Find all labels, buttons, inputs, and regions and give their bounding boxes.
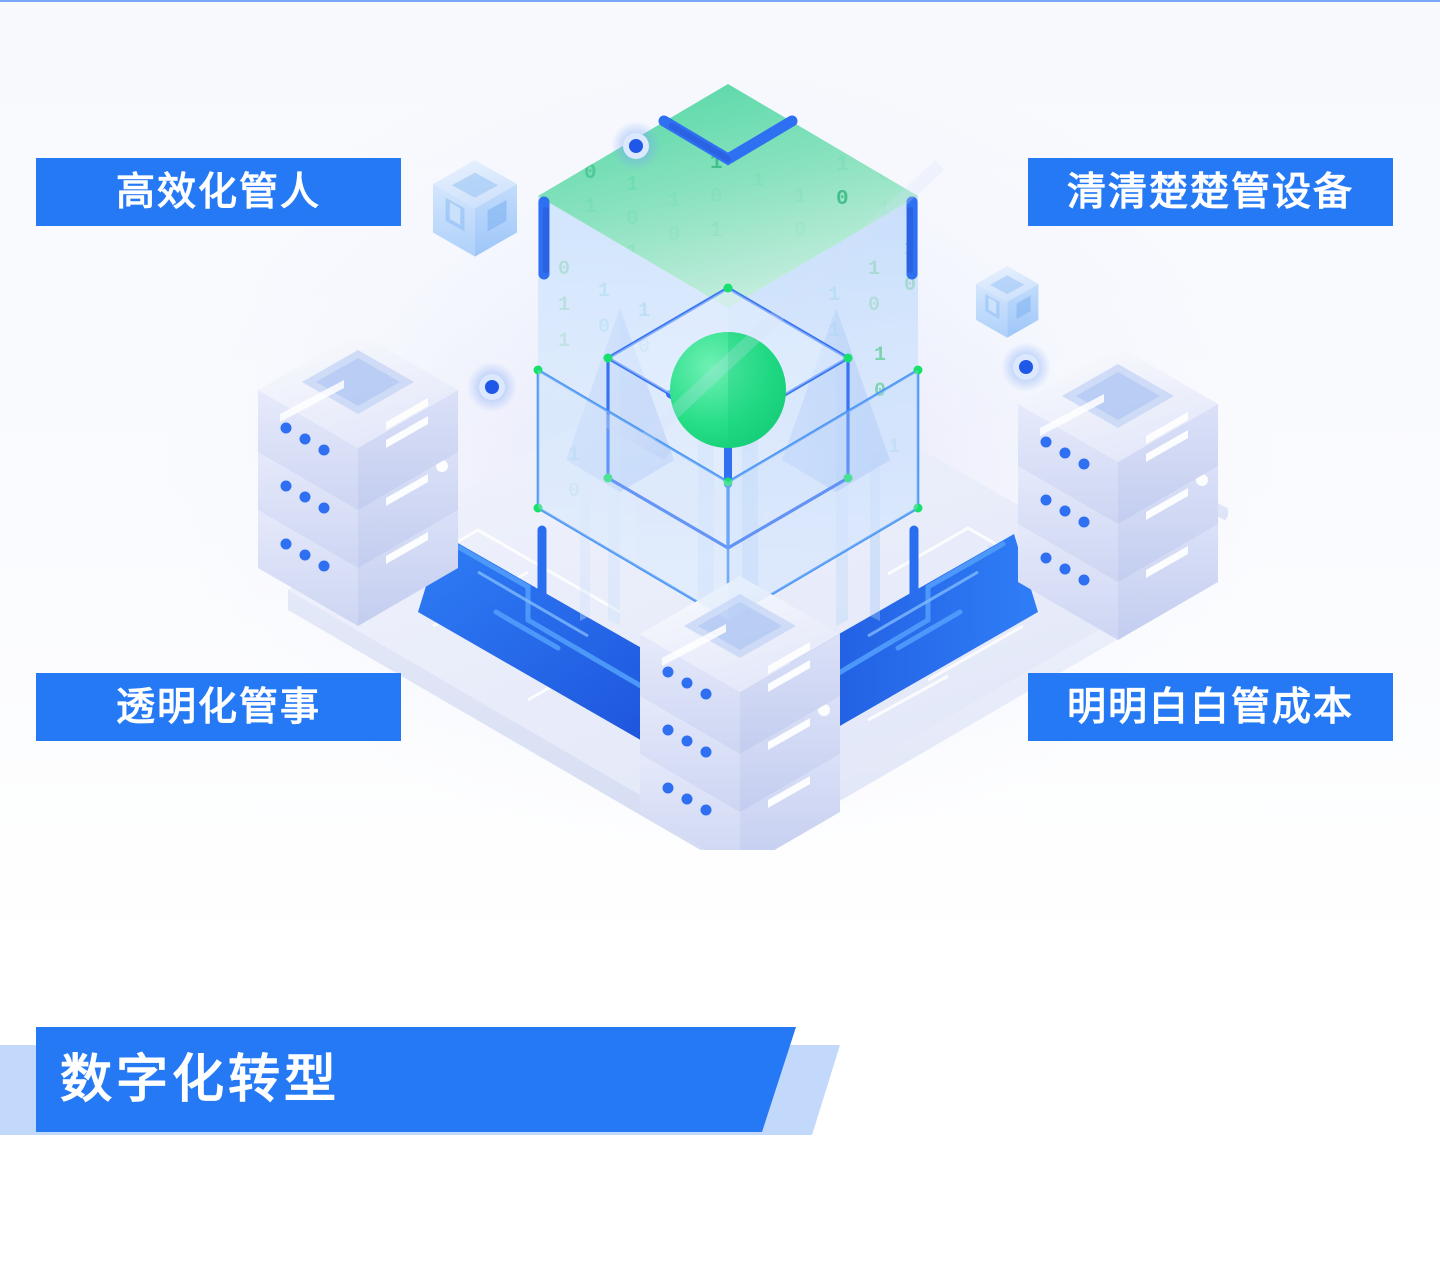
section-banner-main: 数字化转型 <box>36 1027 796 1132</box>
svg-text:1: 1 <box>868 258 880 281</box>
svg-text:1: 1 <box>874 344 886 367</box>
svg-text:0: 0 <box>904 274 916 297</box>
feature-chip-bottom-right-label: 明明白白管成本 <box>1066 685 1354 729</box>
glass-cube-faces <box>538 196 918 620</box>
connector-node-right <box>1001 342 1051 392</box>
vertex-nodes <box>533 283 923 513</box>
ground-posts <box>537 525 919 603</box>
svg-text:1: 1 <box>638 300 650 323</box>
connector-node-top <box>611 121 661 171</box>
svg-text:1: 1 <box>878 130 891 153</box>
feature-chip-bottom-left-label: 透明化管事 <box>115 685 321 729</box>
glass-front-overlay <box>538 370 918 620</box>
core-sphere <box>670 332 786 448</box>
cube-corner-brackets-dark <box>543 123 913 273</box>
section-banner: 数字化转型 <box>0 1027 860 1135</box>
svg-text:0: 0 <box>638 336 650 359</box>
section-banner-title: 数字化转型 <box>60 1050 341 1109</box>
svg-text:0: 0 <box>836 188 849 211</box>
feature-chip-bottom-right[interactable]: 明明白白管成本 <box>1028 673 1393 741</box>
svg-text:0: 0 <box>868 294 880 317</box>
floating-cube-left <box>433 160 517 257</box>
svg-text:1: 1 <box>828 320 840 343</box>
svg-text:0: 0 <box>584 162 597 185</box>
floating-cube-right <box>976 266 1039 338</box>
svg-text:1: 1 <box>828 284 840 307</box>
top-rule-divider <box>0 0 1440 2</box>
feature-chip-top-right[interactable]: 清清楚楚管设备 <box>1028 158 1393 226</box>
feature-chip-top-right-label: 清清楚楚管设备 <box>1066 170 1354 214</box>
isometric-platform-illustration: 0 1 0 1 1 1 0 1 1 0 1 0 1 1 1 0 1 <box>228 60 1228 850</box>
connector-node-left <box>467 362 517 412</box>
svg-text:0: 0 <box>558 258 570 281</box>
server-rack-left <box>258 332 458 626</box>
svg-text:1: 1 <box>568 444 580 467</box>
server-rack-right <box>1018 346 1218 640</box>
svg-text:1: 1 <box>888 436 900 459</box>
feature-chip-top-left[interactable]: 高效化管人 <box>36 158 401 226</box>
feature-chip-bottom-left[interactable]: 透明化管事 <box>36 673 401 741</box>
svg-text:0: 0 <box>568 480 580 503</box>
server-rack-front <box>640 576 840 850</box>
feature-chip-top-left-label: 高效化管人 <box>115 170 321 214</box>
svg-text:0: 0 <box>598 316 610 339</box>
svg-text:1: 1 <box>598 280 610 303</box>
svg-text:1: 1 <box>558 294 570 317</box>
svg-text:1: 1 <box>558 330 570 353</box>
